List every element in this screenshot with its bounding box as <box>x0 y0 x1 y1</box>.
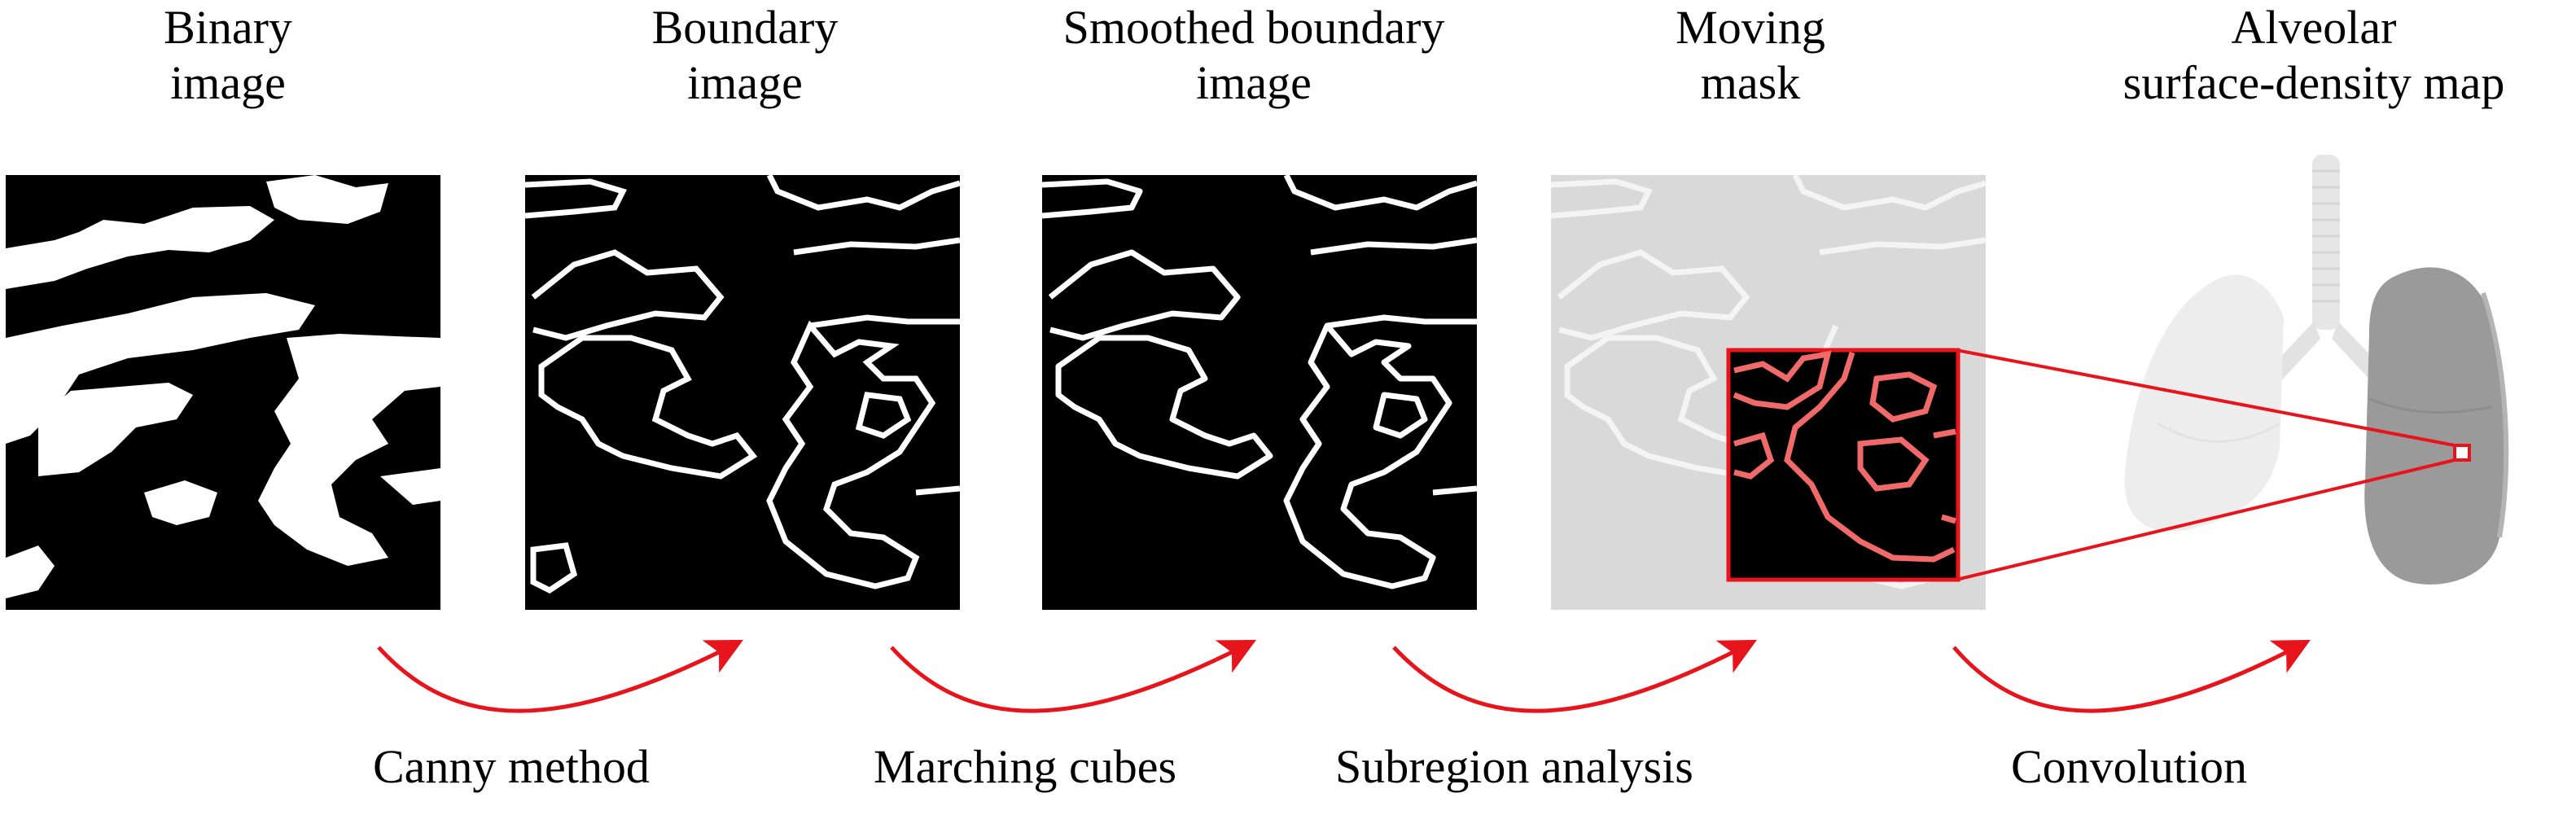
arrow-convolution <box>1952 639 2311 713</box>
title-line-2: surface-density map <box>2123 56 2505 109</box>
title-line-1: Boundary <box>651 1 839 54</box>
title-line-1: Moving <box>1676 1 1825 54</box>
arrow-canny-method <box>377 639 744 713</box>
zoom-lines <box>1956 348 2456 581</box>
title-line-1: Alveolar <box>2231 1 2397 54</box>
step-label-canny-method: Canny method <box>373 740 650 793</box>
title-boundary-image: Boundary image <box>590 0 900 111</box>
title-line-2: mask <box>1700 56 1801 109</box>
smoothed-boundary-image-panel <box>1042 175 1477 610</box>
title-binary-image: Binary image <box>98 0 358 111</box>
title-alveolar-surface-density-map: Alveolar surface-density map <box>2052 0 2576 111</box>
title-line-2: image <box>170 56 286 109</box>
step-label-subregion-analysis: Subregion analysis <box>1335 740 1693 793</box>
title-moving-mask: Moving mask <box>1620 0 1881 111</box>
title-line-1: Smoothed boundary <box>1062 1 1445 54</box>
left-lung <box>2124 274 2284 532</box>
moving-mask-panel <box>1551 175 1986 610</box>
lung-illustration <box>2101 155 2524 594</box>
title-smoothed-boundary-image: Smoothed boundary image <box>1010 0 1498 111</box>
title-line-2: image <box>1196 56 1312 109</box>
title-line-2: image <box>687 56 803 109</box>
title-line-1: Binary <box>164 1 292 54</box>
step-label-marching-cubes: Marching cubes <box>874 740 1177 793</box>
arrow-marching-cubes <box>890 639 1257 713</box>
lung-mask-location-marker <box>2453 444 2471 462</box>
binary-image-panel <box>6 175 440 610</box>
arrow-subregion-analysis <box>1392 639 1757 713</box>
moving-mask-window <box>1726 348 1960 582</box>
right-lung <box>2364 267 2508 585</box>
boundary-image-panel <box>525 175 960 610</box>
step-label-convolution: Convolution <box>2011 740 2248 793</box>
